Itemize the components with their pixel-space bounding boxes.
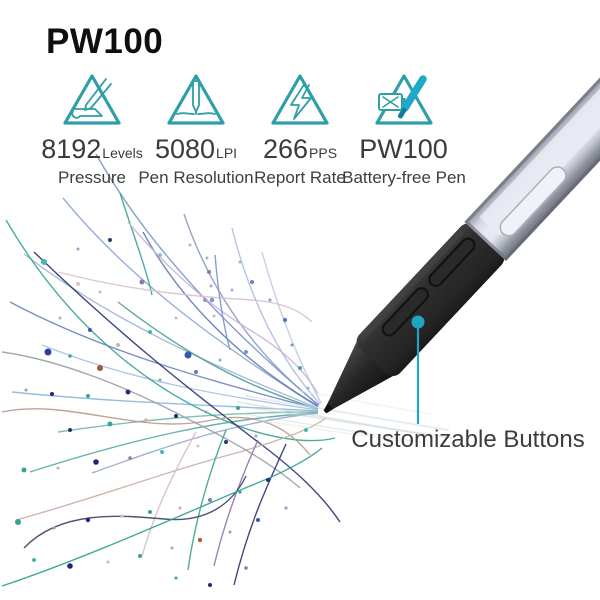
feature-label: Report Rate	[254, 168, 346, 187]
pen-barrel-top-edge	[464, 3, 600, 224]
solid-pen-glyph	[398, 75, 427, 119]
callout-dot	[411, 315, 425, 329]
pen-barrel-groove	[499, 166, 567, 237]
swirl-dots	[15, 238, 310, 587]
feature-label: Pressure	[57, 168, 127, 187]
pressure-icon	[63, 74, 121, 125]
stylus-pen-illustration	[323, 3, 600, 414]
feature-label: Battery-free Pen	[342, 168, 466, 187]
tip-streaks	[237, 390, 453, 443]
pen-tip-cone	[327, 338, 396, 409]
pen-barrel-seam	[464, 219, 509, 261]
pen-nib	[323, 401, 336, 414]
report-rate-icon	[271, 74, 329, 125]
page-title: PW100	[46, 22, 164, 61]
pen-button-upper[interactable]	[427, 236, 478, 289]
pen-grip-highlight	[359, 230, 464, 340]
battery-free-pen-icon	[375, 74, 433, 125]
pen-grip	[356, 223, 505, 377]
pen-barrel-flat-face	[479, 5, 600, 236]
crossed-battery-glyph	[378, 93, 406, 111]
callout-label: Customizable Buttons	[351, 426, 585, 453]
pen-resolution-icon	[167, 74, 225, 125]
feature-value: PW100	[359, 134, 448, 164]
pen-button-lower[interactable]	[380, 286, 431, 339]
feature-battery-free-pen: PW100 Battery-free Pen	[342, 66, 466, 188]
swirl-lines	[1, 153, 341, 587]
pen-barrel-bottom-edge	[503, 40, 600, 261]
feature-label: Pen Resolution	[138, 168, 254, 187]
